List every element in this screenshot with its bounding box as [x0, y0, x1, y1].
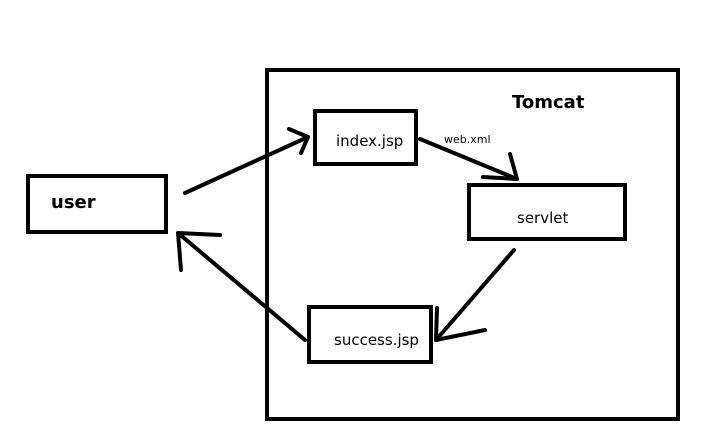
arrow-servlet-to-success: [434, 248, 516, 342]
node-user: user: [26, 174, 168, 234]
node-success-jsp-label: success.jsp: [334, 331, 419, 349]
edge-label-web-xml: web.xml: [444, 133, 491, 146]
node-success-jsp: success.jsp: [307, 305, 433, 364]
tomcat-container: [265, 68, 680, 421]
arrow-success-to-user: [176, 231, 307, 342]
node-index-jsp: index.jsp: [313, 109, 418, 166]
tomcat-label: Tomcat: [512, 92, 585, 113]
node-servlet-label: servlet: [517, 209, 569, 227]
arrow-index-to-servlet: [418, 137, 519, 181]
node-user-label: user: [51, 192, 96, 213]
arrow-user-to-index: [183, 127, 310, 195]
node-index-jsp-label: index.jsp: [336, 132, 404, 150]
node-servlet: servlet: [467, 183, 627, 241]
